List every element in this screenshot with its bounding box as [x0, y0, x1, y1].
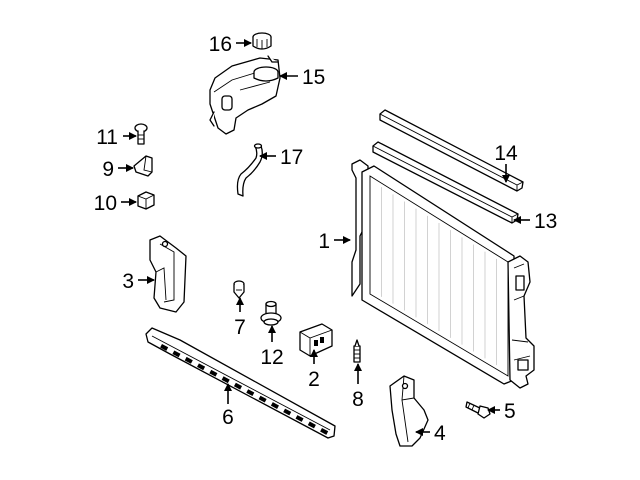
- callout-4: 4: [434, 422, 446, 445]
- deflector-slot: [221, 376, 230, 384]
- deflector-slot: [197, 363, 206, 371]
- seal-part-2: [299, 323, 333, 357]
- deflector-slot: [246, 389, 255, 397]
- deflector-slot: [233, 382, 243, 390]
- callout-13: 13: [534, 210, 557, 233]
- callout-2: 2: [308, 368, 320, 391]
- deflector-slot: [270, 402, 279, 409]
- coolant-reservoir-part: [209, 55, 281, 135]
- callout-1: 1: [318, 230, 330, 253]
- deflector-slot: [258, 395, 267, 403]
- deflector-slot: [184, 356, 193, 364]
- overflow-hose-part: [236, 143, 263, 197]
- callout-11: 11: [96, 126, 118, 149]
- callout-17: 17: [280, 146, 303, 169]
- right-air-deflector-part: [389, 375, 429, 447]
- deflector-slot: [209, 369, 218, 377]
- callout-14: 14: [494, 142, 518, 165]
- radiator-part: [351, 159, 535, 389]
- upper-seal-strip-part: [379, 109, 524, 192]
- callout-3: 3: [122, 270, 134, 293]
- reservoir-cap-part: [252, 32, 272, 50]
- callout-9: 9: [102, 158, 114, 181]
- push-pin-part-7: [233, 280, 245, 299]
- deflector-slot: [160, 344, 169, 351]
- callout-12: 12: [260, 346, 283, 369]
- deflector-slot: [283, 408, 292, 416]
- callout-8: 8: [352, 388, 364, 411]
- leader-lines: [118, 39, 530, 436]
- callout-16: 16: [209, 33, 232, 56]
- callout-7: 7: [234, 316, 246, 339]
- retainer-part-12: [260, 300, 282, 326]
- callout-labels: 16 15 11 9 10 17 14 13 1 3 7 12 2 8 6 4 …: [94, 33, 558, 445]
- deflector-slot: [172, 350, 181, 358]
- callout-5: 5: [504, 400, 516, 423]
- bolt-part-11: [134, 123, 148, 145]
- bolt-part-5: [465, 401, 491, 419]
- stud-part-8: [353, 339, 361, 363]
- clip-part-9: [133, 155, 153, 177]
- left-air-deflector-part: [149, 235, 187, 313]
- callout-6: 6: [222, 406, 234, 429]
- callout-15: 15: [302, 66, 325, 89]
- nut-part-10: [137, 191, 155, 210]
- lower-deflector-part: [145, 327, 336, 439]
- deflector-slot: [320, 427, 329, 435]
- deflector-slot: [307, 421, 316, 429]
- deflector-slot: [295, 415, 304, 422]
- callout-10: 10: [94, 192, 117, 215]
